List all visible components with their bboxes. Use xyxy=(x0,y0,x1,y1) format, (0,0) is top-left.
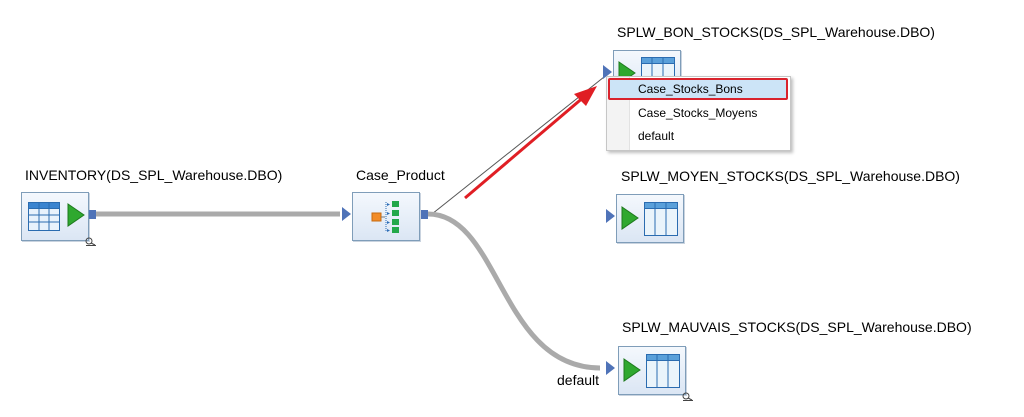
table-icon xyxy=(28,202,60,231)
play-icon xyxy=(67,203,85,227)
magnifier-icon xyxy=(85,237,96,246)
context-menu: Case_Stocks_Bons Case_Stocks_Moyens defa… xyxy=(606,76,791,151)
play-icon xyxy=(621,206,639,230)
magnifier-icon xyxy=(682,392,693,401)
case-product-transform-node[interactable] xyxy=(352,192,420,241)
inventory-source-node[interactable] xyxy=(21,192,89,241)
menu-item-case-stocks-moyens[interactable]: Case_Stocks_Moyens xyxy=(638,106,758,120)
red-arrow-annotation xyxy=(464,86,597,200)
bon-stocks-input-port[interactable] xyxy=(603,65,612,79)
default-edge-label: default xyxy=(557,372,600,388)
mauvais-stocks-target-node[interactable] xyxy=(618,346,686,395)
menu-item-case-stocks-bons[interactable]: Case_Stocks_Bons xyxy=(608,78,788,100)
moyen-stocks-label: SPLW_MOYEN_STOCKS(DS_SPL_Warehouse.DBO) xyxy=(621,168,960,184)
case-product-input-port[interactable] xyxy=(342,207,351,221)
mauvais-stocks-input-port[interactable] xyxy=(606,361,615,375)
table-icon xyxy=(646,354,680,388)
bon-stocks-label: SPLW_BON_STOCKS(DS_SPL_Warehouse.DBO) xyxy=(617,24,935,40)
moyen-stocks-target-node[interactable] xyxy=(616,194,684,243)
wire-case-to-mauvais[interactable] xyxy=(427,211,601,371)
inventory-label: INVENTORY(DS_SPL_Warehouse.DBO) xyxy=(25,167,283,183)
case-product-label: Case_Product xyxy=(356,167,445,183)
inventory-output-port[interactable] xyxy=(89,210,96,219)
table-icon xyxy=(644,202,678,236)
mauvais-stocks-label: SPLW_MAUVAIS_STOCKS(DS_SPL_Warehouse.DBO… xyxy=(622,319,972,335)
menu-item-default[interactable]: default xyxy=(638,129,675,143)
case-transform-icon xyxy=(371,201,399,233)
moyen-stocks-input-port[interactable] xyxy=(606,209,615,223)
play-icon xyxy=(623,358,641,382)
wire-case-to-bon[interactable] xyxy=(431,76,605,215)
case-product-output-port[interactable] xyxy=(421,210,428,219)
